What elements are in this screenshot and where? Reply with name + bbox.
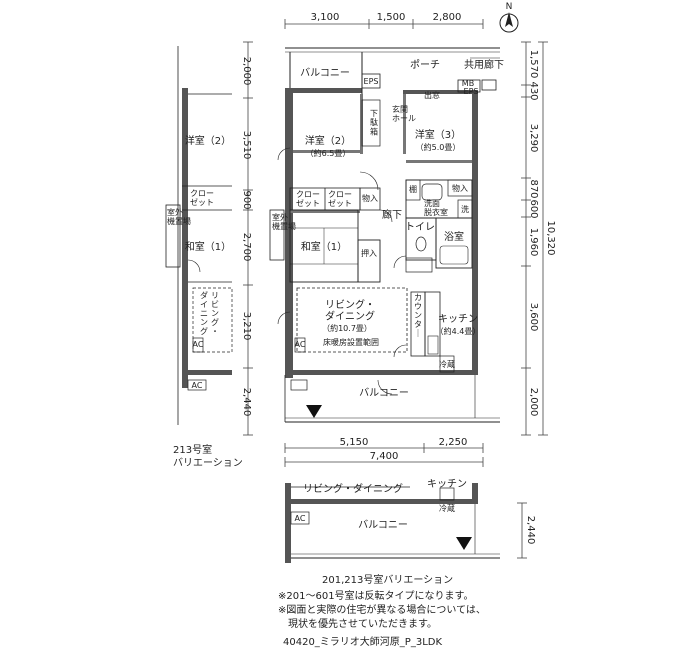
room-living-size: （約10.7畳） (322, 323, 372, 333)
room-japanese: 和室（1） (301, 240, 347, 253)
dim-right-2: 430 (528, 81, 539, 100)
left-dimensions (243, 41, 253, 436)
dim-bottom-2: 2,250 (439, 437, 468, 448)
north-compass-icon: N (499, 2, 519, 33)
label-wash: 洗 (461, 204, 469, 214)
dim-top-1: 3,100 (311, 12, 340, 23)
dim-top-2: 1,500 (377, 12, 406, 23)
v213-ac2: AC (192, 381, 203, 390)
dim-bottom-total: 7,400 (370, 451, 399, 462)
v213-outdoor: 室外機置場 (167, 207, 191, 226)
dim-bottom-1: 5,150 (340, 437, 369, 448)
dim-left-4: 2,700 (241, 233, 252, 262)
label-closet2: クローゼット (328, 190, 352, 208)
main-plan-walls (269, 47, 500, 423)
label-storage2: 物入 (452, 183, 468, 193)
variant-201-plan (285, 483, 527, 563)
v201-living: リビング・ダイニング (303, 482, 403, 495)
dim-right-3: 3,290 (528, 124, 539, 153)
dim-top-3: 2,800 (433, 12, 462, 23)
room-kitchen-size: （約4.4畳） (436, 326, 481, 336)
label-hall: 玄関ホール (392, 104, 416, 123)
label-entrance-window: 出窓 (424, 90, 440, 100)
label-counter: カウンタ｜ (414, 293, 422, 338)
sliding-door-marker (306, 405, 322, 418)
dim-right-6: 1,960 (528, 228, 539, 257)
v201-balcony: バルコニー (358, 519, 408, 531)
variant-213-caption: 213号室 バリエーション (173, 445, 243, 469)
label-eps2: EPS (464, 87, 479, 96)
v213-western2: 洋室（2） (185, 134, 231, 147)
top-dimensions (284, 19, 484, 29)
room-bath: 浴室 (444, 230, 464, 243)
v201-sliding-door-marker (456, 537, 472, 550)
dim-right-1: 1,570 (528, 50, 539, 79)
v201-ac: AC (295, 514, 306, 523)
room-balcony-bottom: バルコニー (359, 387, 409, 399)
room-toilet: トイレ (405, 222, 435, 233)
dim-right-4: 870 (528, 179, 539, 198)
label-closet1: クローゼット (296, 190, 320, 208)
compass-label: N (506, 2, 513, 12)
dim-left-2: 3,510 (241, 131, 252, 160)
label-ac: AC (295, 340, 306, 349)
room-western2: 洋室（2） (305, 134, 351, 147)
label-eps: EPS (364, 77, 379, 86)
v213-closet: クローゼット (190, 189, 214, 207)
room-balcony-top: バルコニー (300, 67, 350, 79)
room-western3: 洋室（3） (415, 128, 461, 141)
dim-left-1: 2,000 (241, 57, 252, 86)
dim-left-5: 3,210 (241, 312, 252, 341)
label-shelf: 棚 (409, 184, 417, 194)
v201-kitchen: キッチン (427, 478, 467, 490)
room-hallway: 廊下 (382, 208, 402, 221)
room-kitchen: キッチン (438, 313, 478, 325)
dim-right-total: 10,320 (545, 221, 556, 256)
dim-left-6: 2,440 (241, 388, 252, 417)
right-dimensions (521, 41, 548, 436)
dim-right-5: 600 (528, 199, 539, 218)
label-shoe-box: 下駄箱 (370, 109, 378, 136)
label-fridge: 冷蔵 (439, 359, 455, 369)
variant-201-caption: 201,213号室バリエーション (322, 575, 454, 586)
label-floor-heating: 床暖房設置範囲 (323, 337, 379, 347)
footer-code: 40420_ミラリオ大師河原_P_3LDK (283, 637, 443, 648)
label-washroom: 洗面脱衣室 (424, 198, 448, 217)
label-mb: MB (462, 79, 474, 88)
v213-japanese: 和室（1） (185, 240, 231, 253)
room-corridor: 共用廊下 (464, 58, 504, 71)
dim-right-7: 3,600 (528, 303, 539, 332)
room-porch: ポーチ (410, 59, 440, 71)
v201-fridge: 冷蔵 (439, 503, 455, 513)
v213-living: リビング・ダイニング (200, 290, 219, 336)
label-outdoor-unit: 室外機置場 (272, 212, 296, 231)
label-storage1: 物入 (362, 193, 378, 203)
room-western3-size: （約5.0畳） (416, 142, 461, 152)
label-oshiire: 押入 (361, 248, 377, 258)
dim-right-8: 2,000 (528, 388, 539, 417)
room-living: リビング・ダイニング (325, 298, 375, 323)
v201-dim-right: 2,440 (525, 516, 536, 545)
notes: ※201～601号室は反転タイプになります。 ※図面と実際の住宅が異なる場合につ… (278, 591, 486, 630)
dim-left-3: 900 (241, 190, 252, 209)
v213-ac1: AC (193, 340, 204, 349)
variant-213-plan (165, 46, 233, 425)
bottom-dimensions (284, 443, 484, 467)
room-western2-size: （約6.5畳） (306, 148, 351, 158)
